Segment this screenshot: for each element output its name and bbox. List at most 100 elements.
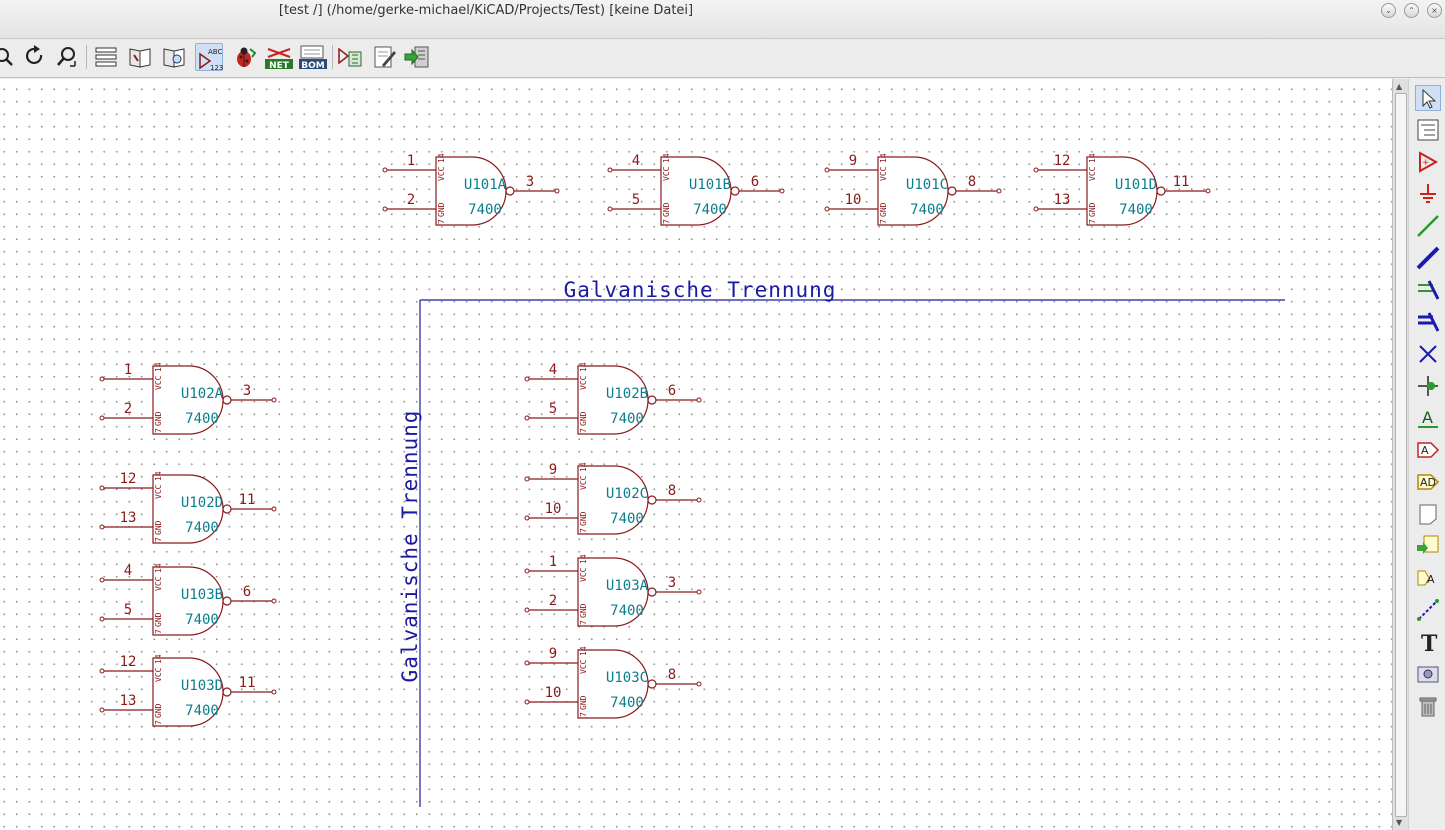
gate-reference: U102B [606,386,648,402]
toolbar-separator [86,45,87,69]
cvpcb-button[interactable] [336,43,364,71]
pin-number: 11 [239,675,256,691]
section-label-horizontal[interactable]: Galvanische Trennung [564,278,837,302]
graphic-line-button[interactable] [1415,597,1441,623]
place-component-button[interactable]: + [1415,149,1441,175]
footprint-assign-icon [338,47,362,67]
pin-end [524,660,530,666]
library-editor-button[interactable] [126,43,154,71]
hierarchical-label-button[interactable]: AD [1415,469,1441,495]
hierarchical-sheet-button[interactable] [1415,501,1441,527]
pin-end [99,485,105,491]
pin-number: 6 [243,584,251,600]
scroll-down-icon[interactable]: ▼ [1396,818,1403,827]
pin-number: 10 [545,501,562,517]
select-tool-button[interactable] [1415,85,1441,111]
component-icon: + [1419,151,1439,173]
place-bus-button[interactable] [1415,245,1441,271]
pin-number: 13 [1054,192,1071,208]
gnd-pin-number: 7 [579,528,588,533]
library-browser-icon [163,48,185,68]
net-label-button[interactable]: A [1415,405,1441,431]
window-close-button[interactable]: × [1427,3,1442,18]
wire-to-bus-entry-button[interactable] [1415,277,1441,303]
gnd-pin-label: GND [579,411,588,426]
gate-value: 7400 [910,202,944,218]
zoom-auto-button[interactable] [53,43,81,71]
erc-button[interactable] [230,43,258,71]
window-maximize-button[interactable]: ⌃ [1404,3,1419,18]
global-label-icon: A [1417,442,1440,458]
global-label-button[interactable]: A [1415,437,1441,463]
annotate-label-bottom: 123 [210,64,223,72]
svg-text:A: A [1421,444,1429,457]
scroll-up-icon[interactable]: ▲ [1396,82,1403,91]
gnd-pin-label: GND [579,511,588,526]
window-title: [test /] (/home/gerke-michael/KiCAD/Proj… [278,3,694,18]
import-footprint-button[interactable] [370,43,398,71]
sheet-pin-button[interactable]: A [1415,565,1441,591]
pin-number: 4 [549,362,557,378]
text-tool-button[interactable]: T [1415,629,1441,657]
section-label-vertical[interactable]: Galvanische Trennung [398,410,422,683]
pin-number: 11 [1173,174,1190,190]
library-browser-button[interactable] [160,43,188,71]
gate-body [660,156,732,226]
import-sheet-pin-button[interactable] [1415,533,1441,559]
trash-icon [1419,697,1437,717]
schematic-drawing: 123U101A7400VCC14GND7456U101B7400VCC14GN… [99,153,1285,807]
bom-button[interactable]: BOM [298,43,327,71]
pin-number: 1 [407,153,415,169]
pcbnew-icon [404,46,429,68]
netlist-button[interactable]: NET [264,43,293,71]
add-image-button[interactable] [1415,661,1441,687]
gnd-pin-label: GND [437,202,446,217]
zoom-redraw-button[interactable] [21,43,49,71]
no-connect-button[interactable] [1415,341,1441,367]
pin-number: 5 [124,602,132,618]
import-footprint-icon [374,46,396,68]
place-wire-button[interactable] [1415,213,1441,239]
window-minimize-button[interactable]: ⌄ [1381,3,1396,18]
gate-body [152,657,224,727]
annotate-button[interactable]: ABC 123 [195,43,223,72]
vcc-pin-number: 14 [662,153,671,163]
gate-value: 7400 [185,703,219,719]
junction-button[interactable] [1415,373,1441,399]
svg-text:AD: AD [1420,476,1436,489]
vcc-pin-label: VCC [579,375,588,390]
pin-number: 4 [124,563,132,579]
hierarchy-navigate-button[interactable] [1415,117,1441,143]
pin-number: 3 [243,383,251,399]
scrollbar-thumb[interactable] [1395,93,1407,817]
pcbnew-button[interactable] [403,43,431,71]
place-power-button[interactable] [1415,181,1441,207]
gnd-pin-number: 7 [879,219,888,224]
gnd-pin-number: 7 [579,428,588,433]
bus-icon [1416,246,1440,270]
bus-to-bus-entry-button[interactable] [1415,309,1441,335]
annotate-icon: ABC 123 [199,48,223,72]
inversion-bubble [947,186,957,196]
vertical-scrollbar[interactable]: ▲ ▼ [1392,79,1408,830]
pin-number: 2 [407,192,415,208]
gate-value: 7400 [185,612,219,628]
hierarchy-navigator-button[interactable] [92,43,120,71]
delete-tool-button[interactable] [1415,693,1441,719]
pin-end [524,699,530,705]
zoom-out-button[interactable] [0,43,18,71]
gate-reference: U101D [1115,177,1157,193]
